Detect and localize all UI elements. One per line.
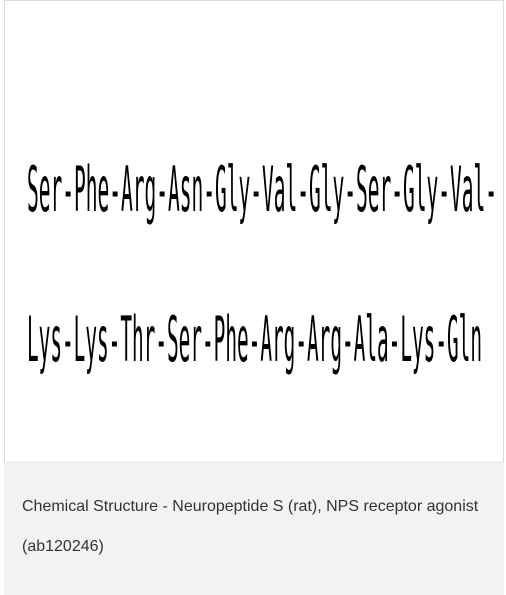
product-image-card: Ser-Phe-Arg-Asn-Gly-Val-Gly-Ser-Gly-Val-…: [4, 0, 504, 595]
sequence-line-2: Lys-Lys-Thr-Ser-Phe-Arg-Arg-Ala-Lys-Gln: [27, 303, 482, 376]
peptide-sequence-image: Ser-Phe-Arg-Asn-Gly-Val-Gly-Ser-Gly-Val-…: [27, 153, 497, 376]
sequence-line-1: Ser-Phe-Arg-Asn-Gly-Val-Gly-Ser-Gly-Val-: [27, 153, 497, 226]
image-caption: Chemical Structure - Neuropeptide S (rat…: [22, 498, 479, 555]
caption-panel: Chemical Structure - Neuropeptide S (rat…: [4, 462, 504, 595]
chemical-structure-panel: Ser-Phe-Arg-Asn-Gly-Val-Gly-Ser-Gly-Val-…: [4, 0, 504, 462]
